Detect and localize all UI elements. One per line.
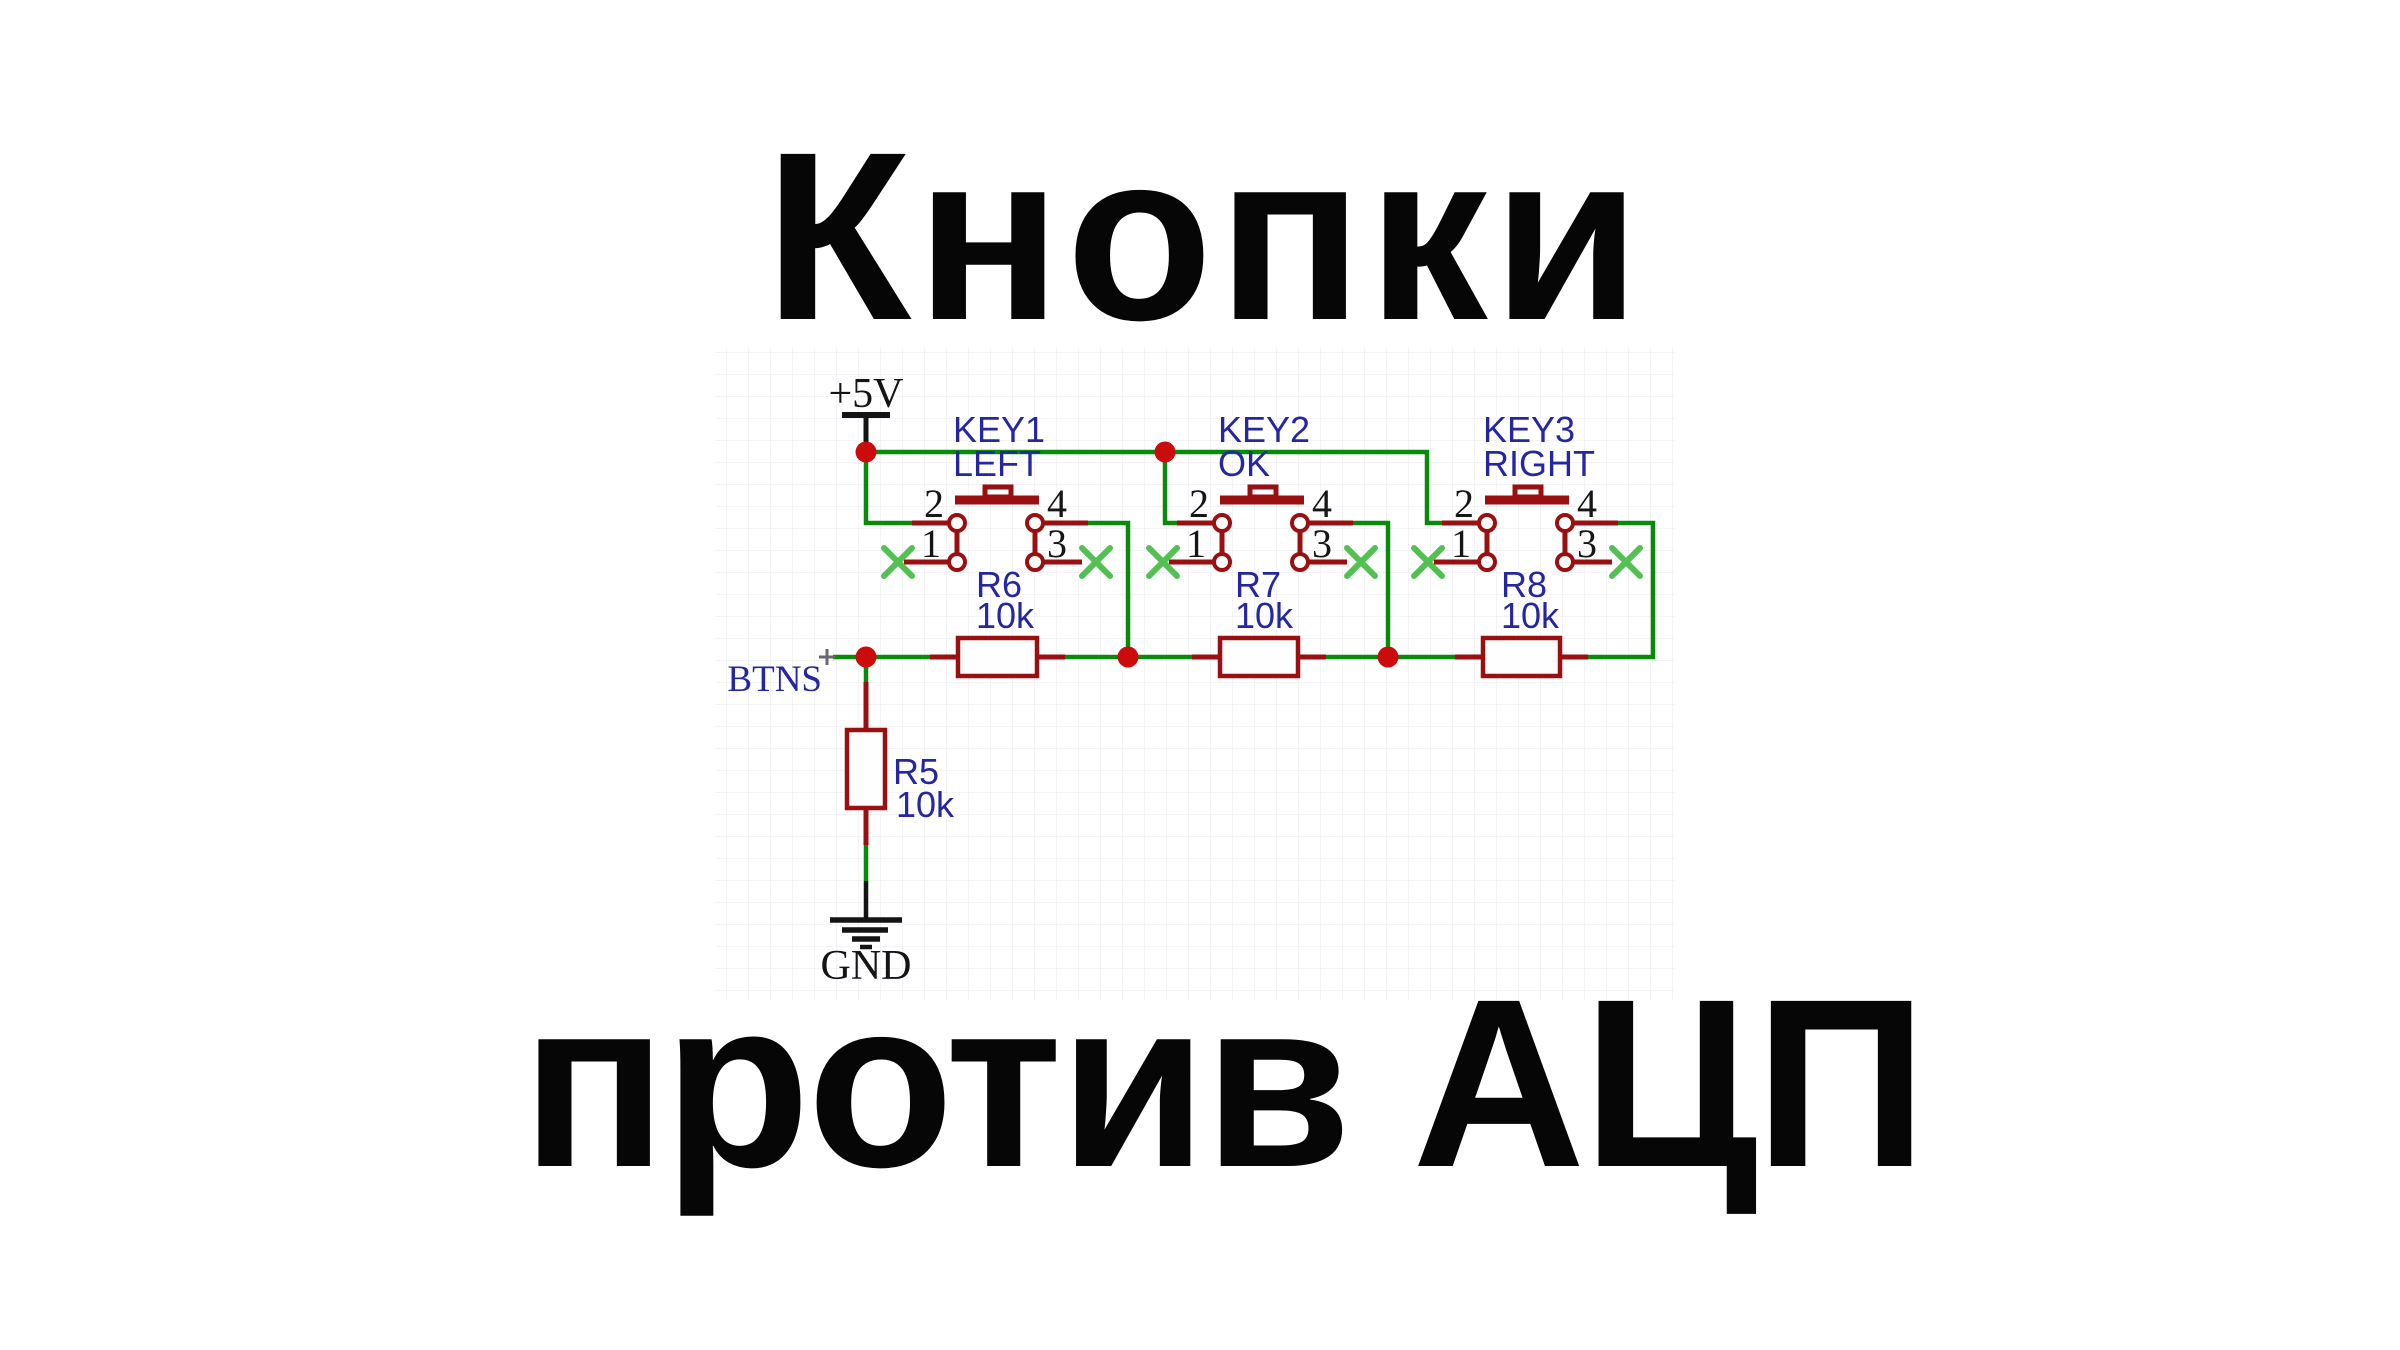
button-key3: 2 1 4 3 KEY3 RIGHT bbox=[1411, 409, 1643, 579]
pin-number: 4 bbox=[1312, 481, 1332, 526]
title-bottom: против АЦП bbox=[521, 949, 1928, 1217]
resistor-r5: R5 10k bbox=[844, 727, 955, 825]
no-connect-x-icon bbox=[881, 545, 915, 579]
no-connect-x-icon bbox=[1079, 545, 1113, 579]
r6-ref: R6 bbox=[976, 564, 1022, 605]
key2-function: OK bbox=[1218, 443, 1270, 484]
resistor-r6: R6 10k bbox=[955, 564, 1040, 679]
pin-number: 3 bbox=[1577, 521, 1597, 566]
pin-number: 2 bbox=[1454, 481, 1474, 526]
title-top: Кнопки bbox=[764, 102, 1646, 370]
key2-output-wire bbox=[1353, 520, 1391, 657]
resistor-pin-stubs bbox=[863, 654, 1588, 845]
key1-function: LEFT bbox=[953, 443, 1041, 484]
r8-value: 10k bbox=[1501, 595, 1560, 636]
net-anchor-marker bbox=[819, 649, 835, 665]
key3-output-wire bbox=[1588, 520, 1656, 660]
circuit-schematic: +5V R6 10k R7 10k R8 10k R5 10k bbox=[715, 348, 1675, 1000]
junction-dots bbox=[855, 441, 1399, 668]
power-5v-symbol: +5V bbox=[828, 371, 904, 446]
key3-function: RIGHT bbox=[1483, 443, 1595, 484]
pin-number: 2 bbox=[924, 481, 944, 526]
r6-value: 10k bbox=[976, 595, 1035, 636]
wires bbox=[819, 449, 1656, 881]
r5-ref: R5 bbox=[893, 751, 939, 792]
key1-output-wire bbox=[1088, 520, 1131, 657]
pin-number: 1 bbox=[921, 521, 941, 566]
r7-ref: R7 bbox=[1235, 564, 1281, 605]
resistor-r8: R8 10k bbox=[1480, 564, 1563, 679]
ground-label: GND bbox=[821, 943, 912, 989]
power-label: +5V bbox=[828, 371, 903, 417]
pin-number: 1 bbox=[1451, 521, 1471, 566]
no-connect-x-icon bbox=[1146, 545, 1180, 579]
pin-number: 4 bbox=[1577, 481, 1597, 526]
pin-number: 2 bbox=[1189, 481, 1209, 526]
no-connect-x-icon bbox=[1411, 545, 1445, 579]
key2-ref: KEY2 bbox=[1218, 409, 1310, 450]
button-key2: 2 1 4 3 KEY2 OK bbox=[1146, 409, 1378, 579]
key1-ref: KEY1 bbox=[953, 409, 1045, 450]
r8-ref: R8 bbox=[1501, 564, 1547, 605]
key3-ref: KEY3 bbox=[1483, 409, 1575, 450]
pin-number: 4 bbox=[1047, 481, 1067, 526]
key2-feed-wire bbox=[1162, 452, 1179, 526]
no-connect-x-icon bbox=[1344, 545, 1378, 579]
r7-value: 10k bbox=[1235, 595, 1294, 636]
button-key1: 2 1 4 3 KEY1 LEFT bbox=[881, 409, 1113, 579]
resistor-r7: R7 10k bbox=[1217, 564, 1301, 679]
r5-value: 10k bbox=[896, 784, 955, 825]
net-label-btns: BTNS bbox=[727, 659, 822, 700]
pin-number: 1 bbox=[1186, 521, 1206, 566]
ground-symbol: GND bbox=[821, 881, 912, 989]
pin-number: 3 bbox=[1047, 521, 1067, 566]
vcc-rail-wire bbox=[866, 449, 1442, 526]
key1-feed-wire bbox=[863, 452, 912, 526]
no-connect-x-icon bbox=[1609, 545, 1643, 579]
pin-number: 3 bbox=[1312, 521, 1332, 566]
